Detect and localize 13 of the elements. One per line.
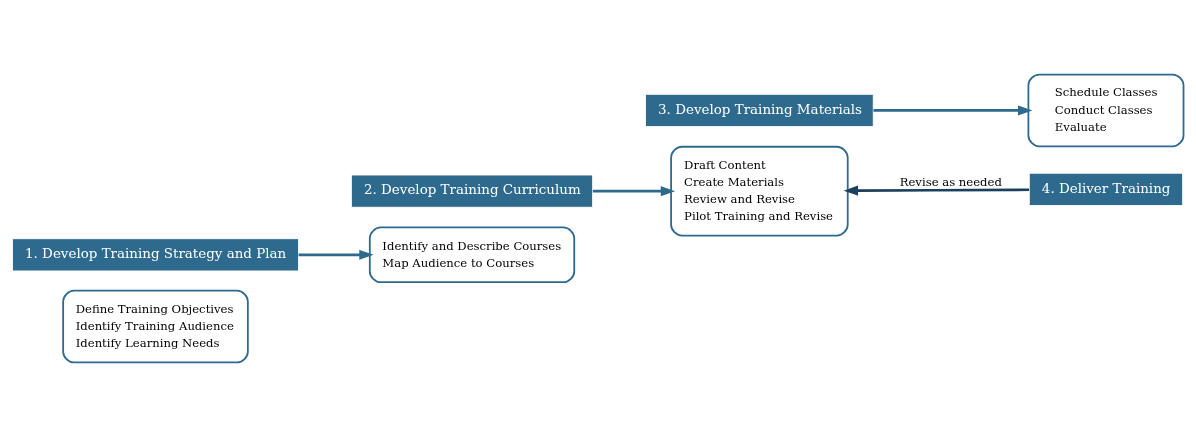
node-box: 3. Develop Training Materials xyxy=(645,93,874,128)
node-box: Define Training Objectives Identify Training Audience Identify Learning Needs xyxy=(62,289,249,364)
arrow xyxy=(592,186,676,197)
node-box: 2. Develop Training Curriculum xyxy=(350,174,594,208)
node-box: Draft Content Create Materials Review and Revise Pilot Training and Revise xyxy=(670,145,849,237)
arrow xyxy=(873,105,1033,116)
node-box: 4. Deliver Training xyxy=(1028,172,1184,206)
arrow xyxy=(298,249,374,260)
node-box: Schedule Classes Conduct Classes Evaluate xyxy=(1027,73,1185,148)
arrow xyxy=(843,185,1030,196)
edge-label: Revise as needed xyxy=(899,175,1002,190)
node-box: Identify and Describe Courses Map Audience to Courses xyxy=(368,226,576,284)
node-box: 1. Develop Training Strategy and Plan xyxy=(12,238,299,272)
